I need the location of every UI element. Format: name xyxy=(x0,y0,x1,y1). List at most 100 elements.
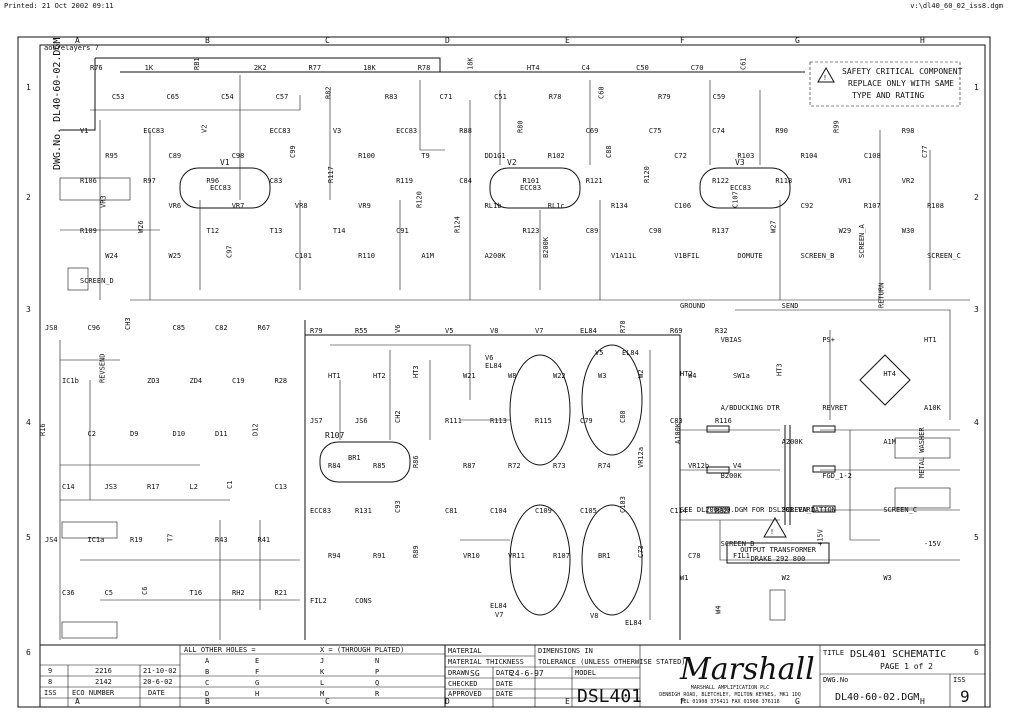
component-label: V4 xyxy=(733,462,741,470)
component-label: SCREEN_D xyxy=(782,506,816,514)
svg-text:MATERIAL THICKNESS: MATERIAL THICKNESS xyxy=(448,658,524,666)
component-label: HT4 xyxy=(883,370,896,378)
grid-col-bottom: D xyxy=(445,697,450,706)
grid-col-top: D xyxy=(445,36,450,45)
component-label: C4 xyxy=(582,64,590,72)
component-label: C85 xyxy=(173,324,186,332)
svg-text:EL84: EL84 xyxy=(485,362,502,370)
component-label: VR3 xyxy=(99,195,107,208)
svg-text:TITLE: TITLE xyxy=(823,649,844,657)
component-label: R79 xyxy=(310,327,323,335)
component-label: C51 xyxy=(494,93,507,101)
component-label: R106 xyxy=(80,177,97,185)
component-label: JS3 xyxy=(105,483,118,491)
component-label: DOMUTE xyxy=(737,252,762,260)
svg-text:ISS: ISS xyxy=(44,689,57,697)
component-label: V1BFIL xyxy=(674,252,699,260)
component-label: R100 xyxy=(358,152,375,160)
component-label: C54 xyxy=(221,93,234,101)
component-label: R88 xyxy=(459,127,472,135)
component-label: VR1 xyxy=(839,177,852,185)
component-label: T13 xyxy=(270,227,283,235)
component-label: 1K xyxy=(145,64,154,72)
component-label: C104 xyxy=(490,507,507,515)
component-label: R137 xyxy=(712,227,729,235)
component-label: V5 xyxy=(445,327,453,335)
component-label: W4 xyxy=(715,606,723,614)
valve-v2: V2 ECC83 xyxy=(489,158,581,209)
component-label: R120 xyxy=(415,191,423,208)
svg-text:TOLERANCE (UNLESS OTHERWISE ST: TOLERANCE (UNLESS OTHERWISE STATED) xyxy=(538,658,686,666)
component-label: SCREEN_B xyxy=(721,540,755,548)
rev-letter: K xyxy=(320,668,325,676)
component-label: R73 xyxy=(553,462,566,470)
component-label: 18K xyxy=(466,57,474,70)
svg-text:V5: V5 xyxy=(595,349,603,357)
component-label: A10K xyxy=(924,404,942,412)
component-label: CH3 xyxy=(124,317,132,330)
component-label: B200K xyxy=(542,236,550,258)
rev-letter: B xyxy=(205,668,209,676)
power-valve-v5: V5 EL84 xyxy=(581,344,643,456)
component-label: PS+ xyxy=(822,336,835,344)
component-label: SW1a xyxy=(733,372,750,380)
svg-text:CHECKED: CHECKED xyxy=(448,680,478,688)
svg-text:V6: V6 xyxy=(485,354,493,362)
svg-text:MARSHALL AMPLIFICATION PLC: MARSHALL AMPLIFICATION PLC xyxy=(691,685,769,691)
component-label: R82 xyxy=(324,86,332,99)
component-label: C60 xyxy=(597,86,605,99)
component-label: EL84 xyxy=(580,327,597,335)
component-label: C90 xyxy=(649,227,662,235)
all-other-holes: ALL OTHER HOLES = xyxy=(184,646,256,654)
component-label: V8 xyxy=(490,327,498,335)
component-label: R89 xyxy=(412,545,420,558)
component-label: W1 xyxy=(680,574,688,582)
component-label: R32 xyxy=(715,327,728,335)
component-label: VR6 xyxy=(169,202,182,210)
grid-row-right: 4 xyxy=(974,418,979,427)
component-label: DD1G1 xyxy=(485,152,506,160)
component-label: R78 xyxy=(418,64,431,72)
svg-text:DATE: DATE xyxy=(496,669,513,677)
svg-text:MODEL: MODEL xyxy=(575,669,596,677)
component-label: C13 xyxy=(275,483,288,491)
component-label: GROUND xyxy=(680,302,705,310)
component-label: C19 xyxy=(232,377,245,385)
component-label: IC1b xyxy=(62,377,79,385)
component-label: R103 xyxy=(737,152,754,160)
svg-text:DWG.No: DWG.No xyxy=(823,676,848,684)
rev-letter: E xyxy=(255,657,259,665)
grid-col-top: H xyxy=(920,36,925,45)
grid-row-left: 6 xyxy=(26,648,31,657)
printed-date: Printed: 21 Oct 2002 09:11 xyxy=(4,2,114,10)
grid-col-bottom: H xyxy=(920,697,925,706)
grid-row-left: 4 xyxy=(26,418,31,427)
grid-col-top: F xyxy=(680,36,685,45)
component-label: T7 xyxy=(167,534,175,542)
circuit-traces xyxy=(59,57,970,640)
component-label: R131 xyxy=(355,507,372,515)
component-label: D9 xyxy=(130,430,138,438)
component-label: BR1 xyxy=(598,552,611,560)
component-label: A200K xyxy=(485,252,507,260)
component-label: C75 xyxy=(649,127,662,135)
component-label: C99 xyxy=(289,145,297,158)
component-label: SEE DL206000.DGM FOR DSL201 VARIATION xyxy=(680,506,836,514)
component-label: C72 xyxy=(674,152,687,160)
component-label: R134 xyxy=(611,202,628,210)
output-transformer-symbol: ! OUTPUT TRANSFORMER DRAKE 292_800 xyxy=(706,425,836,564)
component-label: C74 xyxy=(712,127,725,135)
component-label: HT2 xyxy=(373,372,386,380)
svg-text:2142: 2142 xyxy=(95,678,112,686)
component-label: SEND xyxy=(782,302,799,310)
component-label: C79 xyxy=(580,417,593,425)
grid-row-left: 3 xyxy=(26,305,31,314)
component-label: R78 xyxy=(549,93,562,101)
component-label: W24 xyxy=(105,252,118,260)
svg-text:ECO NUMBER: ECO NUMBER xyxy=(72,689,115,697)
component-label: R43 xyxy=(215,536,228,544)
component-label: ECC83 xyxy=(310,507,331,515)
title-block: MATERIAL MATERIAL THICKNESS DRAWN SG DAT… xyxy=(444,644,986,708)
component-label: D12 xyxy=(252,423,260,436)
component-label: C84 xyxy=(459,177,472,185)
